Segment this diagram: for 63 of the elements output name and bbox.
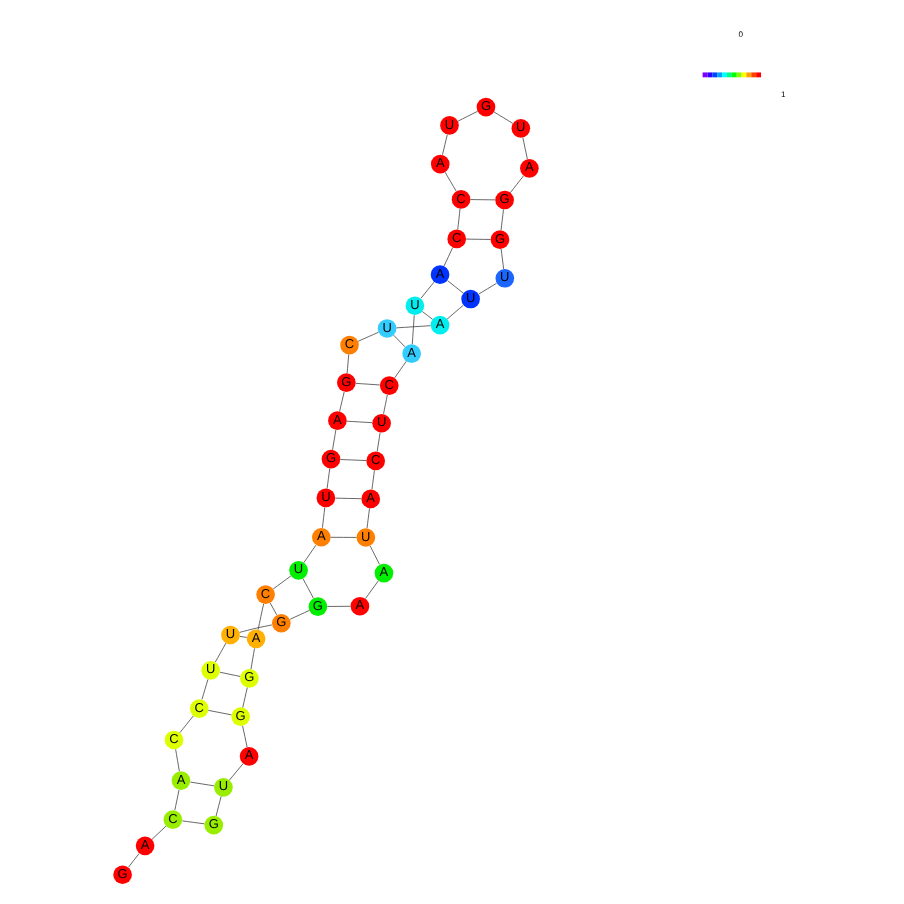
connector [127,852,139,868]
connector [238,624,272,633]
connector [393,360,406,379]
connector [456,208,460,230]
connector [420,311,432,320]
connector [508,175,523,194]
connector [443,171,456,192]
connector [214,796,221,817]
connector [268,602,277,616]
connector [469,199,495,201]
connector [302,544,316,564]
connector [333,497,361,500]
connector [464,238,490,240]
connector [446,280,463,294]
connector [410,314,414,345]
connector [345,420,372,424]
connector [395,325,430,329]
connector [329,536,356,538]
connector [354,382,380,386]
connector [375,432,380,452]
connector [445,304,463,320]
connector [492,111,513,124]
connector [442,247,453,267]
connector [477,282,496,295]
connector [441,134,447,156]
connector [288,610,309,620]
connector [249,648,254,670]
connector [207,709,231,716]
connector [241,725,247,748]
connector [321,507,325,529]
connector [338,391,344,412]
connector [189,781,214,787]
connector [392,334,405,348]
connector [521,137,527,160]
connector [180,820,204,825]
connector [382,394,387,415]
connector [218,671,240,677]
connector [271,575,291,590]
connector [356,331,378,342]
connector [150,825,166,840]
connector [368,545,379,565]
connector [326,605,350,607]
connector [200,679,208,700]
connector [238,635,247,638]
connector [301,578,313,599]
connector [364,580,378,599]
connector [365,508,369,529]
connector [325,468,330,489]
connector [499,248,504,270]
connector [419,281,434,299]
connector [174,748,179,772]
connector [228,763,243,781]
connector [173,789,179,811]
connector [178,715,193,734]
connector [331,429,336,451]
connector [241,687,247,708]
connector [339,459,366,461]
connector [213,642,226,663]
connector [345,354,349,374]
connector [370,470,374,490]
connector [456,110,477,122]
connector [256,603,264,631]
connector [499,209,503,231]
